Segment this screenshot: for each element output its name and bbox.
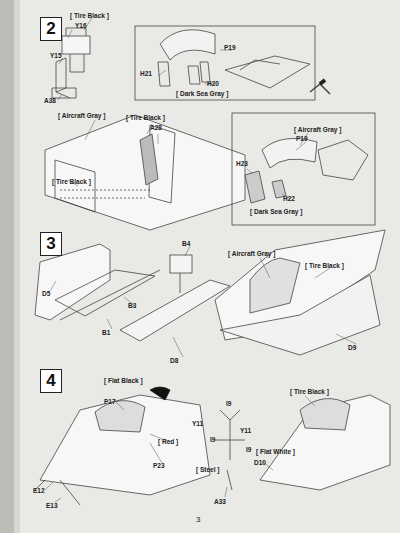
part-number: I9 xyxy=(226,400,231,407)
color-callout: [ Dark Sea Gray ] xyxy=(176,90,228,97)
part-number: D10 xyxy=(254,459,266,466)
part-number: Y11 xyxy=(240,427,251,434)
color-callout: [ Dark Sea Gray ] xyxy=(250,208,302,215)
color-callout: [ Aircraft Gray ] xyxy=(294,126,341,133)
part-number: D9 xyxy=(348,344,356,351)
step-number: 3 xyxy=(46,235,55,253)
color-callout: [ Tire Black ] xyxy=(290,388,329,395)
part-number: B1 xyxy=(102,329,110,336)
part-number: A38 xyxy=(44,97,56,104)
part-number: H21 xyxy=(140,70,152,77)
part-number: H20 xyxy=(207,80,219,87)
step-number-box: 4 xyxy=(40,369,62,393)
color-callout: [ Steel ] xyxy=(196,466,219,473)
color-callout: [ Tire Black ] xyxy=(70,12,109,19)
color-callout: [ Flat Black ] xyxy=(104,377,143,384)
part-number: I9 xyxy=(246,446,251,453)
part-number: Y15 xyxy=(50,52,62,59)
color-callout: [ Tire Black ] xyxy=(305,262,344,269)
color-callout: [ Flat White ] xyxy=(256,448,295,455)
part-number: A33 xyxy=(214,498,226,505)
part-number: H22 xyxy=(283,195,295,202)
part-number: 3 xyxy=(196,516,200,523)
part-number: Y16 xyxy=(75,22,87,29)
part-number: D8 xyxy=(170,357,178,364)
part-number: I9 xyxy=(210,436,215,443)
step-number: 2 xyxy=(46,20,55,38)
step-number-box: 2 xyxy=(40,17,62,41)
part-number: E13 xyxy=(46,502,58,509)
part-number: E12 xyxy=(33,487,45,494)
color-callout: [ Red ] xyxy=(158,438,178,445)
part-number: B3 xyxy=(128,302,136,309)
part-number: A28 xyxy=(150,124,162,131)
part-number: P19 xyxy=(224,44,236,51)
part-number: B4 xyxy=(182,240,190,247)
part-number: P19 xyxy=(296,135,308,142)
color-callout: [ Tire Black ] xyxy=(52,178,91,185)
part-number: P17 xyxy=(104,398,116,405)
color-callout: [ Tire Black ] xyxy=(126,114,165,121)
part-number: P23 xyxy=(153,462,165,469)
part-number: D5 xyxy=(42,290,50,297)
color-callout: [ Aircraft Gray ] xyxy=(228,250,275,257)
color-callout: [ Aircraft Gray ] xyxy=(58,112,105,119)
part-number: H23 xyxy=(236,160,248,167)
part-number: Y11 xyxy=(192,420,203,427)
step-number-box: 3 xyxy=(40,232,62,256)
step-number: 4 xyxy=(46,372,55,390)
